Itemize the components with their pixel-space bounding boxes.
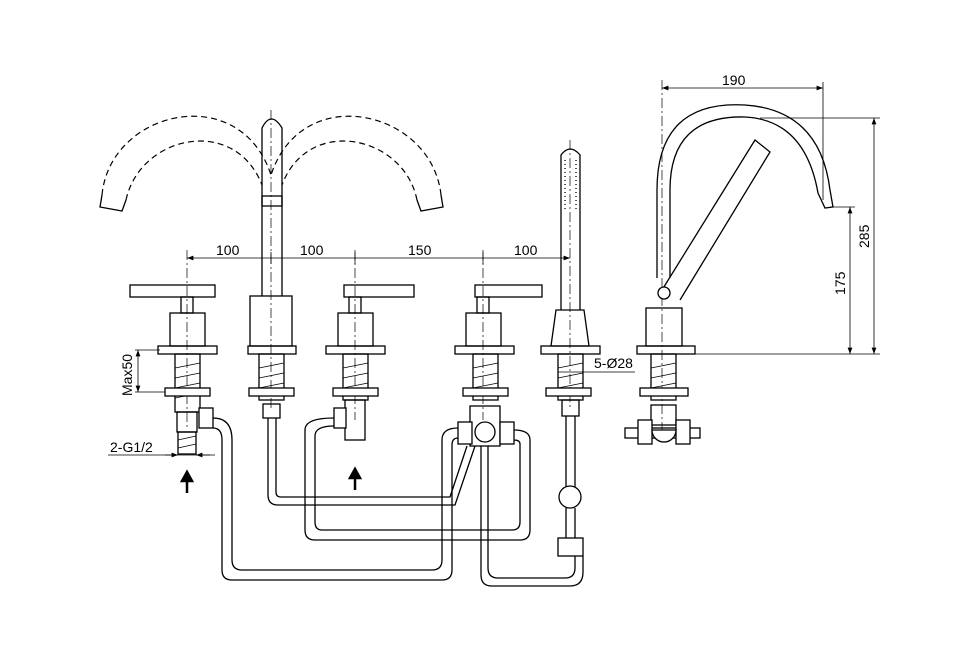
dim-max50: Max50 xyxy=(119,354,135,396)
center-lines xyxy=(186,110,571,430)
inlet-dimension: 2-G1/2 xyxy=(108,439,215,458)
max-deck-dimension: Max50 xyxy=(119,349,165,396)
dim-100-b: 100 xyxy=(300,242,324,258)
spout-swing-arcs xyxy=(99,115,444,212)
hand-shower xyxy=(540,148,601,557)
dim-holes: 5-Ø28 xyxy=(594,355,633,371)
hoses xyxy=(212,417,584,587)
side-view xyxy=(624,80,834,445)
dim-175: 175 xyxy=(832,271,848,295)
dim-285: 285 xyxy=(856,224,872,248)
dim-inlet: 2-G1/2 xyxy=(110,439,153,455)
center-spout xyxy=(247,118,297,419)
left-valve xyxy=(129,284,218,455)
diverter-valve xyxy=(454,284,543,447)
spacing-dimensions: 100 100 150 100 xyxy=(187,242,570,264)
side-dimensions: 190 285 175 xyxy=(662,72,880,355)
dim-150: 150 xyxy=(408,242,432,258)
dim-190: 190 xyxy=(722,72,746,88)
right-valve xyxy=(325,284,415,441)
hole-dimension: 5-Ø28 xyxy=(558,355,635,373)
dim-100-a: 100 xyxy=(216,242,240,258)
dim-100-c: 100 xyxy=(514,242,538,258)
inlet-arrows xyxy=(179,466,363,493)
